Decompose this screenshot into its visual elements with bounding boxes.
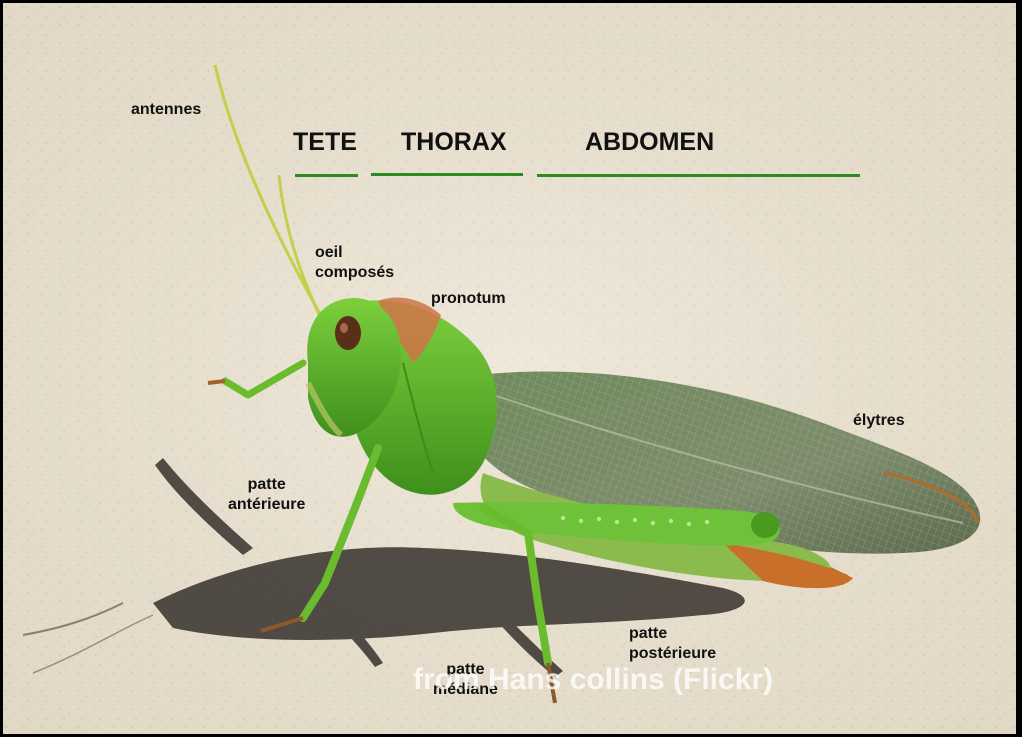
compound-eye: [335, 316, 361, 350]
label-hind-leg-line1: patte: [629, 624, 716, 644]
label-compound-eye: oeil composés: [315, 243, 394, 283]
label-compound-eye-line2: composés: [315, 263, 394, 283]
label-front-leg-line2: antérieure: [228, 495, 305, 515]
label-hind-leg-line2: postérieure: [629, 644, 716, 664]
section-thorax-underline: [371, 173, 523, 176]
label-hind-leg: patte postérieure: [629, 624, 716, 664]
label-front-leg-line1: patte: [228, 475, 305, 495]
label-compound-eye-line1: oeil: [315, 243, 394, 263]
section-abdomen-label: ABDOMEN: [585, 128, 714, 156]
label-front-leg: patte antérieure: [228, 475, 305, 515]
section-abdomen-underline: [537, 174, 860, 177]
photo-credit-watermark: from Hans collins (Flickr): [413, 663, 773, 697]
label-pronotum: pronotum: [431, 289, 506, 309]
label-antennae: antennes: [131, 100, 201, 120]
label-elytra: élytres: [853, 411, 905, 431]
section-thorax-label: THORAX: [401, 128, 507, 156]
section-head-underline: [295, 174, 358, 177]
section-head-label: TETE: [293, 128, 357, 156]
